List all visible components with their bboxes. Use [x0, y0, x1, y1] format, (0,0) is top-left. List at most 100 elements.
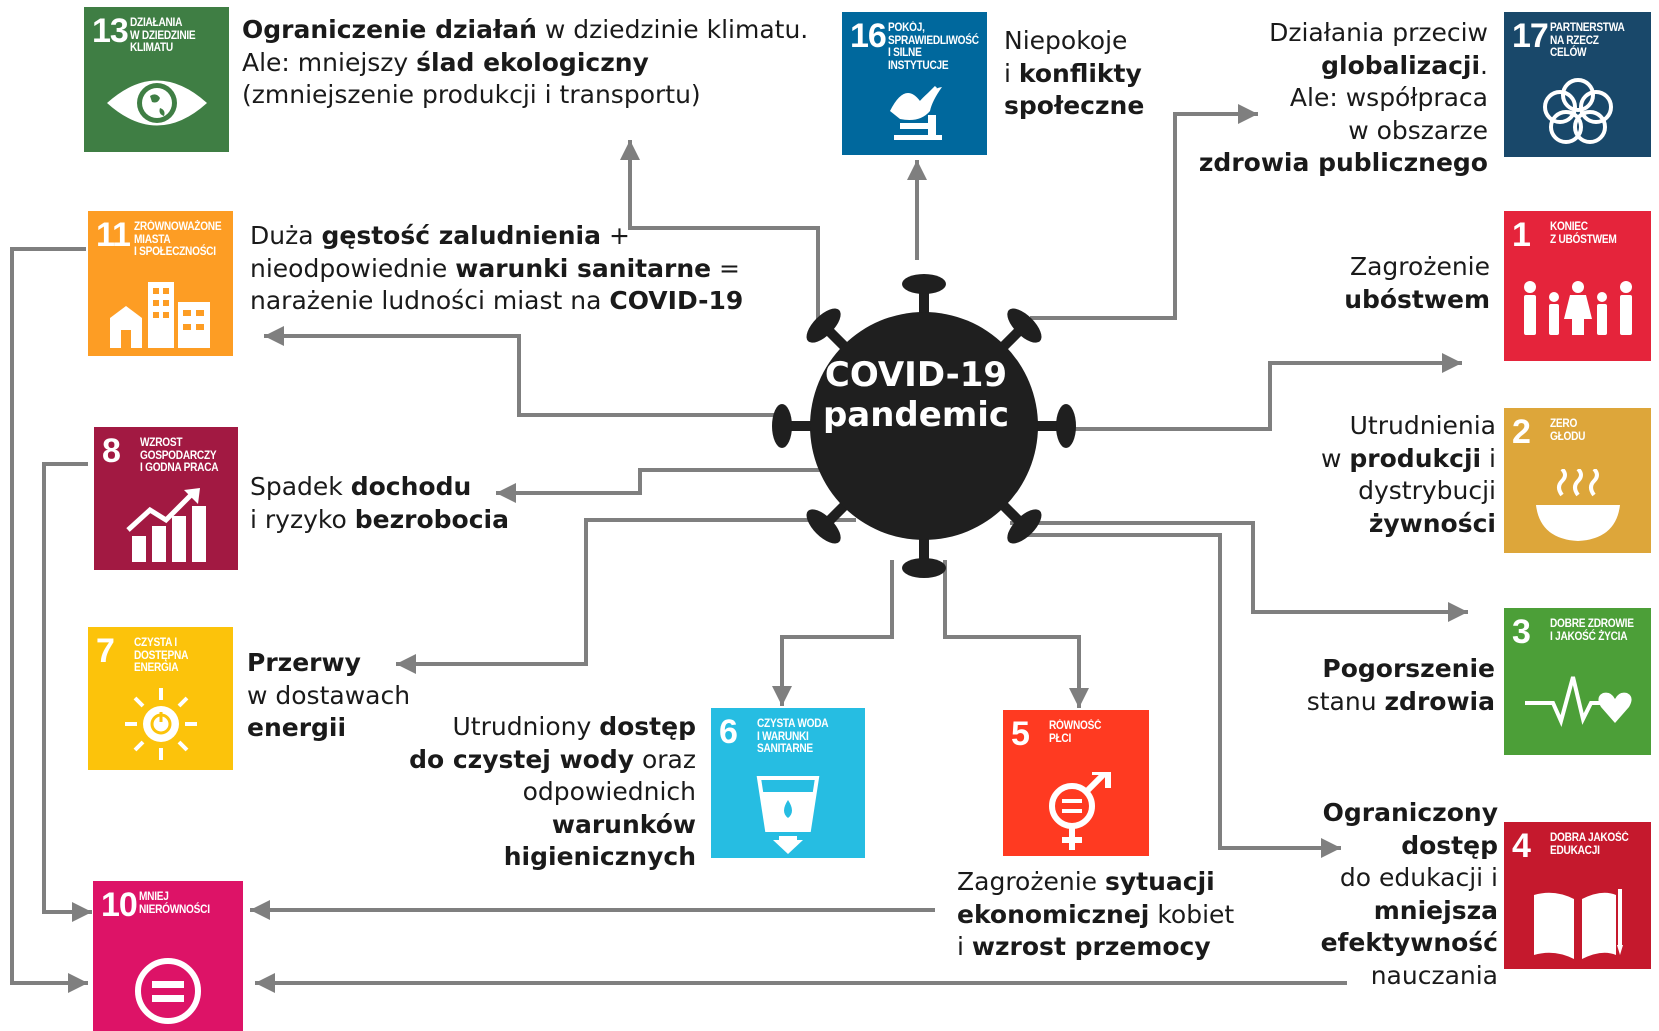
impact-partnerships-text: Działania przeciw globalizacji. Ale: wsp…: [1198, 18, 1488, 177]
sdg17-partnerships-tile: 17 PARTNERSTWA NA RZECZ CELÓW: [1504, 12, 1651, 157]
center-title-line1: COVID-19: [824, 355, 1008, 395]
sdg-number: 4: [1512, 827, 1531, 865]
arrow-to-inequalities-from-work: [42, 462, 92, 914]
sdg-number: 8: [102, 432, 121, 470]
arrow-to-water-head: [772, 686, 792, 706]
arrow-to-gender: [943, 560, 1081, 708]
sdg-title: DZIAŁANIA W DZIEDZINIE KLIMATU: [130, 17, 196, 54]
virus-spike-tip: [1056, 404, 1076, 448]
bowl-icon: [1504, 469, 1651, 547]
sdg-title: ZRÓWNOWAŻONE MIASTA I SPOŁECZNOŚCI: [134, 221, 222, 258]
sdg-number: 7: [96, 632, 115, 670]
sdg10-reduced-inequalities-tile: 10 MNIEJ NIERÓWNOŚCI: [93, 881, 243, 1031]
arrow-to-partnerships-head: [1238, 104, 1258, 124]
sdg-title: ZERO GŁODU: [1550, 418, 1586, 443]
sdg-number: 2: [1512, 413, 1531, 451]
growth-chart-icon: [94, 486, 238, 564]
arrow-to-income-head: [496, 483, 516, 503]
virus-spike-tip: [806, 509, 841, 544]
dove-gavel-icon: [842, 71, 987, 149]
sdg-title: RÓWNOŚĆ PŁCI: [1049, 720, 1102, 745]
sdg-title: MNIEJ NIERÓWNOŚCI: [139, 891, 210, 916]
impact-water-text: Utrudniony dostęp do czystej wody oraz o…: [409, 712, 696, 871]
arrow-to-inequalities-from-work-head: [72, 902, 92, 922]
impact-food-text: Utrudnienia w produkcji i dystrybucji ży…: [1321, 411, 1496, 538]
impact-climate-text: Ograniczenie działań w dziedzinie klimat…: [242, 15, 809, 109]
arrow-to-gender-head: [1069, 688, 1089, 708]
arrow-to-poverty: [1055, 361, 1462, 431]
sdg13-climate-action-tile: 13 DZIAŁANIA W DZIEDZINIE KLIMATU: [84, 7, 229, 152]
family-icon: [1504, 277, 1651, 355]
virus-spike-tip: [1007, 509, 1042, 544]
arrow-to-cities-head: [264, 326, 284, 346]
virus-spike-tip: [1007, 308, 1042, 343]
sdg-title: POKÓJ, SPRAWIEDLIWOŚĆ I SILNE INSTYTUCJE: [888, 22, 979, 72]
sdg4-quality-education-tile: 4 DOBRA JAKOŚĆ EDUKACJI: [1504, 822, 1651, 969]
virus-spike-tip: [772, 404, 792, 448]
sdg-number: 3: [1512, 613, 1531, 651]
impact-health-text: Pogorszenie stanu zdrowia: [1306, 654, 1495, 716]
sdg-number: 11: [96, 216, 131, 254]
book-icon: [1504, 885, 1651, 963]
sdg-number: 13: [92, 12, 129, 50]
sdg1-no-poverty-tile: 1 KONIEC Z UBÓSTWEM: [1504, 211, 1651, 361]
gender-equality-icon: [1003, 772, 1149, 850]
arrow-to-income: [496, 468, 820, 495]
sdg-title: CZYSTA WODA I WARUNKI SANITARNE: [757, 718, 829, 755]
arrow-to-inequalities-from-cities: [10, 247, 88, 985]
sdg-number: 1: [1512, 216, 1531, 254]
impact-education-text: Ograniczony dostęp do edukacji i mniejsz…: [1320, 798, 1498, 990]
arrow-to-energy: [396, 518, 856, 666]
arrow-to-climate: [628, 140, 820, 320]
impact-peace-text: Niepokoje i konflikty społeczne: [1004, 26, 1145, 120]
center-title-line2: pandemic: [822, 395, 1010, 435]
sdg-number: 5: [1011, 715, 1030, 753]
sdg8-decent-work-tile: 8 WZROST GOSPODARCZY I GODNA PRACA: [94, 427, 238, 570]
sdg-title: DOBRE ZDROWIE I JAKOŚĆ ŻYCIA: [1550, 618, 1634, 643]
sdg-title: CZYSTA I DOSTĘPNA ENERGIA: [134, 637, 189, 674]
sdg-title: KONIEC Z UBÓSTWEM: [1550, 221, 1617, 246]
arrow-to-inequalities-from-cities-head: [68, 973, 88, 993]
sdg-number: 10: [101, 886, 138, 924]
arrow-to-climate-head: [620, 140, 640, 160]
sdg6-clean-water-tile: 6 CZYSTA WODA I WARUNKI SANITARNE: [711, 708, 865, 858]
arrow-to-water: [780, 560, 894, 706]
equals-circle-icon: [93, 951, 243, 1029]
eye-earth-icon: [84, 68, 229, 146]
arrow-to-inequalities-from-gender-head: [250, 900, 270, 920]
impact-income-text: Spadek dochodu i ryzyko bezrobocia: [250, 472, 509, 534]
sun-power-icon: [88, 686, 233, 764]
impact-poverty-text: Zagrożenie ubóstwem: [1344, 252, 1490, 314]
impact-energy-text: Przerwy w dostawach energii: [247, 648, 411, 742]
sdg-number: 6: [719, 713, 738, 751]
city-icon: [88, 272, 233, 350]
rings-icon: [1504, 73, 1651, 151]
sdg7-clean-energy-tile: 7 CZYSTA I DOSTĘPNA ENERGIA: [88, 627, 233, 770]
arrow-to-peace-head: [907, 160, 927, 180]
virus-spike-tip: [902, 558, 946, 578]
sdg-title: PARTNERSTWA NA RZECZ CELÓW: [1550, 22, 1625, 59]
covid-19-pandemic-label: COVID-19 pandemic: [796, 355, 1036, 435]
heartbeat-icon: [1504, 671, 1651, 749]
sdg-number: 16: [850, 17, 887, 55]
virus-spike-tip: [806, 308, 841, 343]
virus-spike-tip: [902, 274, 946, 294]
sdg-title: DOBRA JAKOŚĆ EDUKACJI: [1550, 832, 1629, 857]
arrow-to-education: [1008, 533, 1341, 850]
sdg2-zero-hunger-tile: 2 ZERO GŁODU: [1504, 408, 1651, 553]
sdg16-peace-justice-tile: 16 POKÓJ, SPRAWIEDLIWOŚĆ I SILNE INSTYTU…: [842, 12, 987, 155]
virus-body: [810, 312, 1038, 540]
water-glass-icon: [711, 774, 865, 854]
impact-cities-text: Duża gęstość zaludnienia + nieodpowiedni…: [250, 221, 744, 315]
sdg-number: 17: [1512, 17, 1549, 55]
sdg3-good-health-tile: 3 DOBRE ZDROWIE I JAKOŚĆ ŻYCIA: [1504, 608, 1651, 755]
sdg11-sustainable-cities-tile: 11 ZRÓWNOWAŻONE MIASTA I SPOŁECZNOŚCI: [88, 211, 233, 356]
arrow-to-health: [1010, 521, 1468, 614]
arrow-to-inequalities-from-education-head: [255, 973, 275, 993]
sdg5-gender-equality-tile: 5 RÓWNOŚĆ PŁCI: [1003, 710, 1149, 856]
arrow-to-partnerships: [1030, 112, 1258, 320]
arrow-to-health-head: [1448, 602, 1468, 622]
arrow-to-cities: [264, 334, 780, 417]
arrow-to-education-head: [1321, 838, 1341, 858]
